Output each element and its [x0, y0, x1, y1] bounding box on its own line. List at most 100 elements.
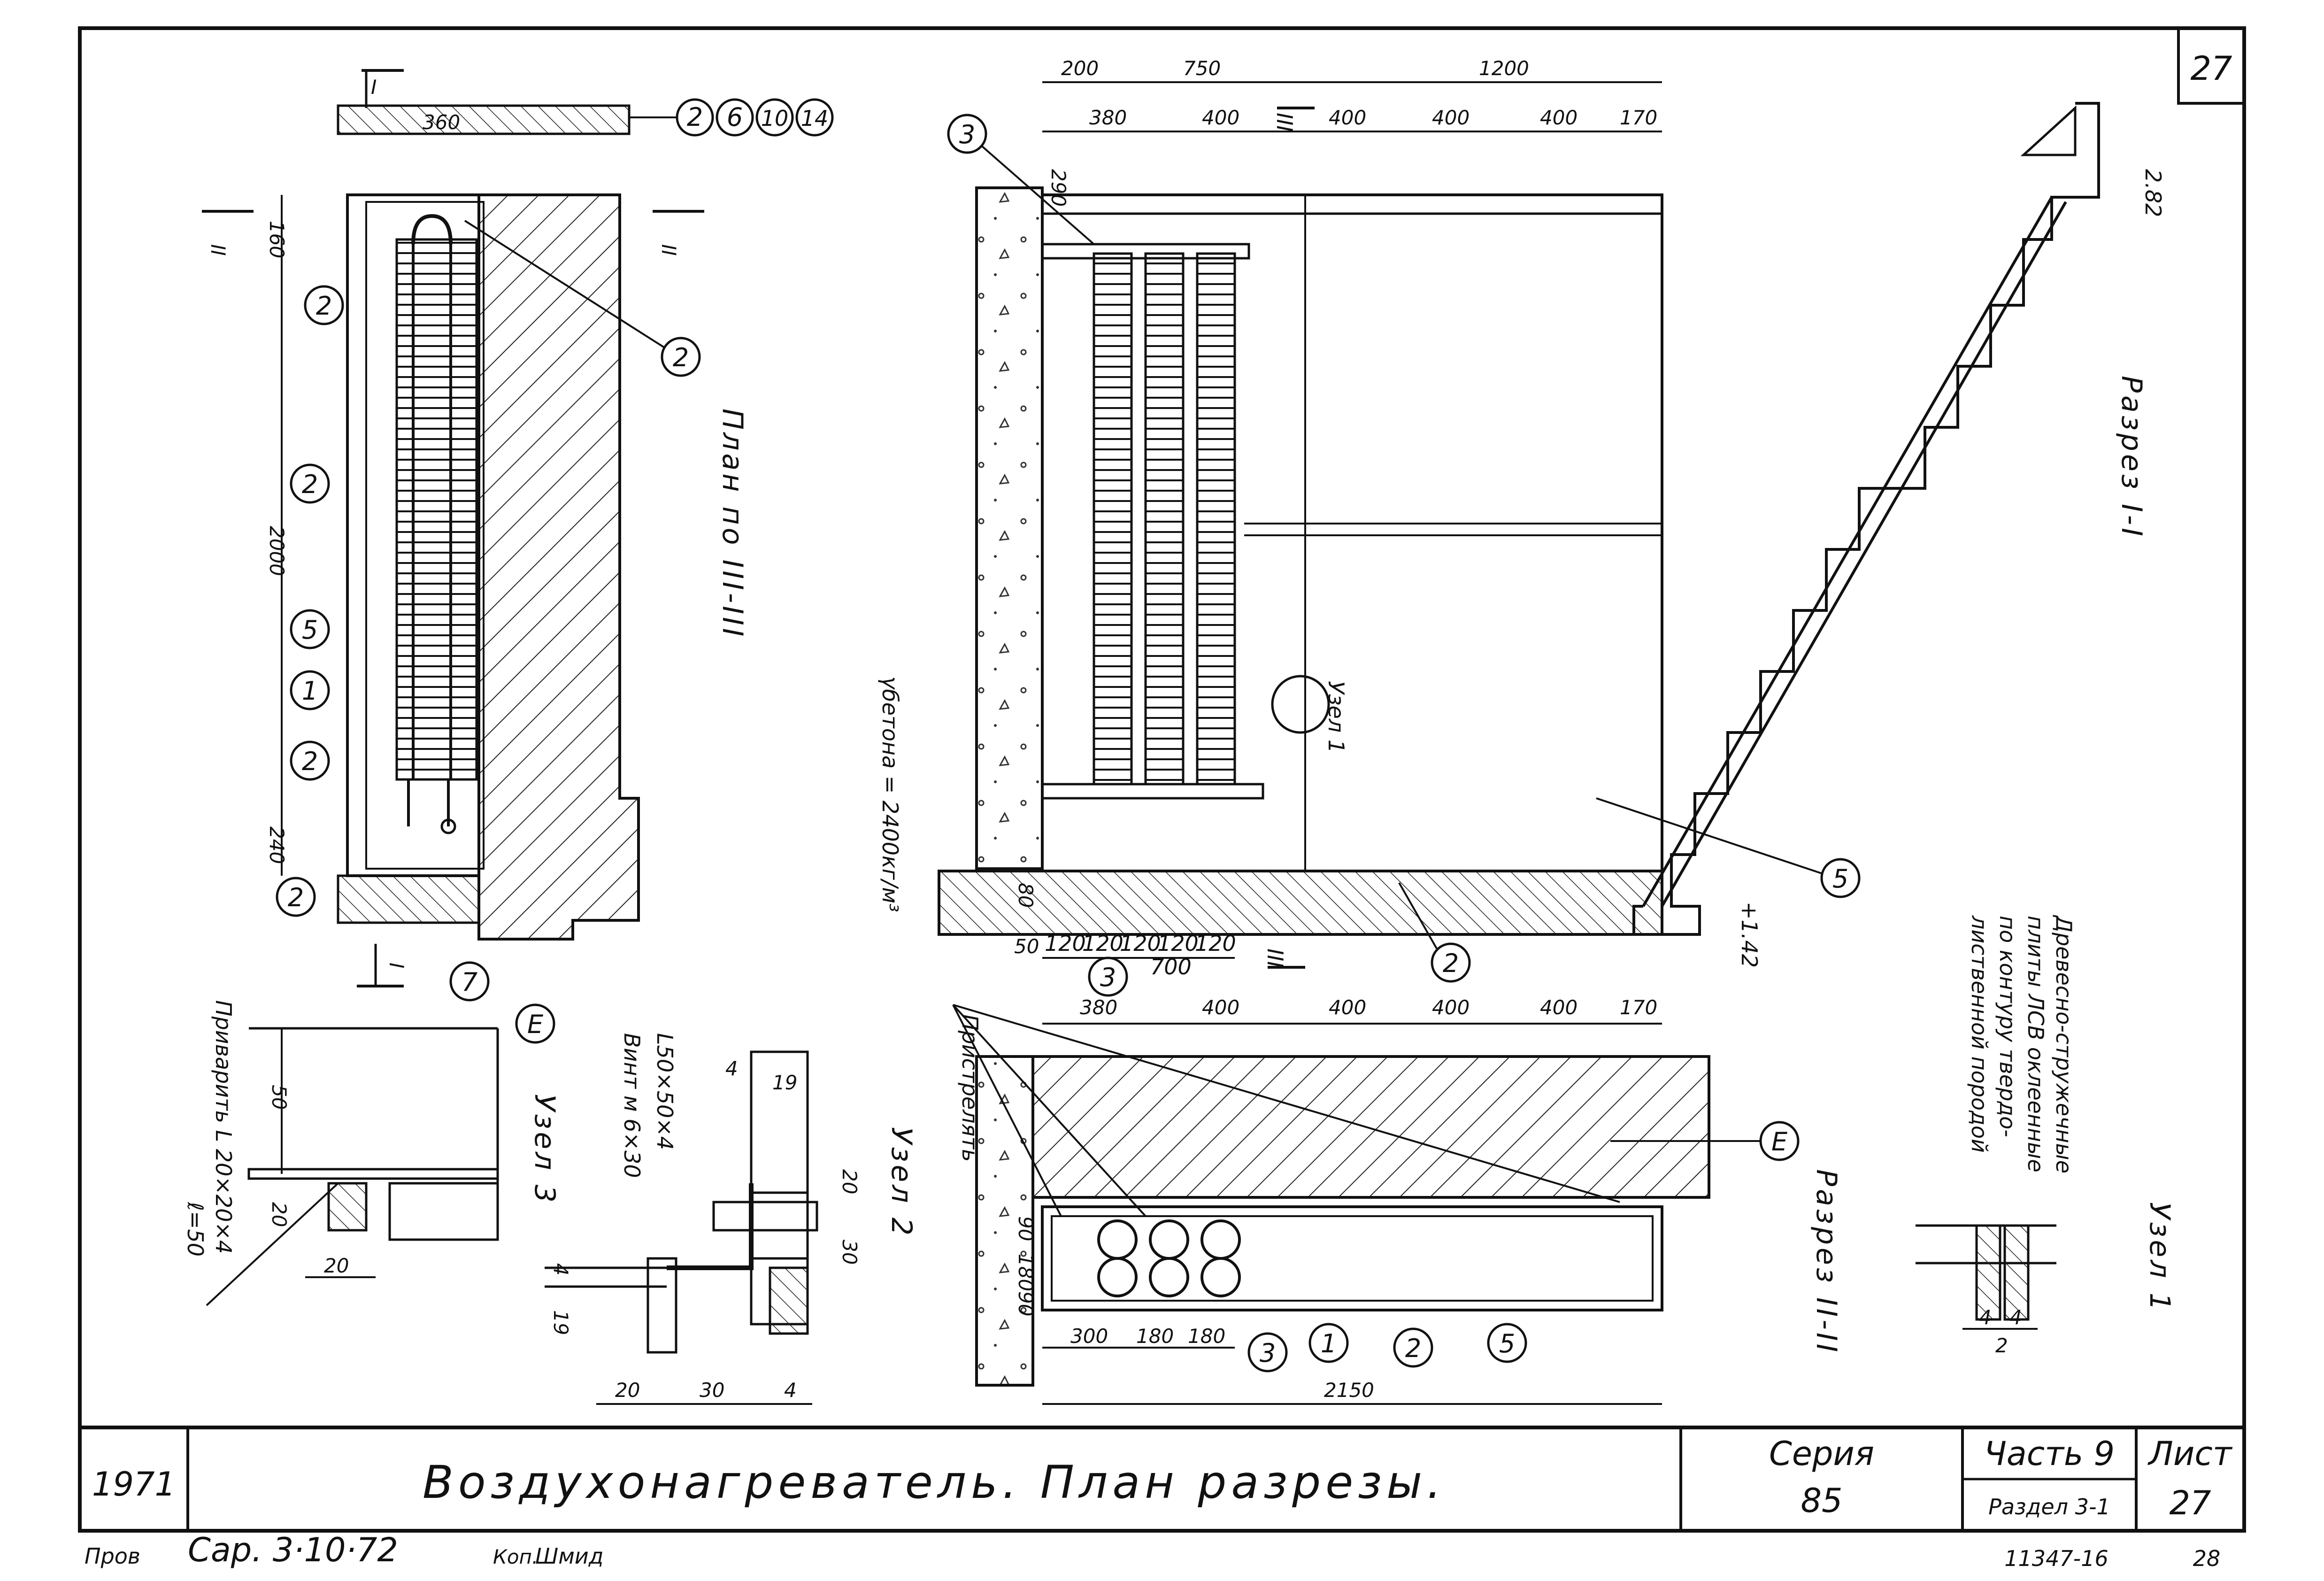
- section-I-I: 2.82 +1.42 Разрез I-I: [1632, 102, 2166, 968]
- dim-sec-50: 50: [1014, 935, 1039, 958]
- dim-n2-20: 20: [838, 1169, 861, 1194]
- section-callouts: 3 3 2 5: [947, 114, 1861, 997]
- plan-view: 360 I 160 2000 240 II II I План по III-I…: [202, 69, 749, 987]
- callout-7: 7: [462, 967, 477, 997]
- dim-ii-90b: 90: [1014, 1291, 1037, 1316]
- sheet-value: 27: [2169, 1484, 2211, 1522]
- callout-2-d: 2: [302, 747, 318, 776]
- callout-2-e: 2: [288, 883, 304, 912]
- elev-1-42: +1.42: [1737, 902, 1762, 968]
- dim-top-200: 200: [1061, 57, 1099, 80]
- dim-n2-4b: 4: [549, 1263, 572, 1276]
- dim-sec-120e: 120: [1195, 931, 1236, 956]
- screw-note: Винт м 6×30: [619, 1033, 645, 1178]
- weld-note-2: ℓ=50: [183, 1202, 208, 1257]
- dim-n2-30b: 30: [700, 1379, 724, 1402]
- section-floor-slab: [938, 870, 1663, 936]
- section-1-title: Разрез I-I: [2115, 376, 2148, 539]
- callout-3-bottom: 3: [1100, 963, 1116, 992]
- section-2-title: Разрез II-II: [1810, 1169, 1843, 1355]
- callout-6: 6: [727, 102, 743, 132]
- dim-n1-4a: 4: [1979, 1306, 1992, 1329]
- dim-n2-30: 30: [838, 1240, 861, 1265]
- title-year: 1971: [92, 1465, 176, 1504]
- callout-2-b: 2: [673, 343, 689, 372]
- node-2-detail: 4 19 20 30 4 19 20 30 4 Винт м 6×30 L50×…: [545, 1033, 861, 1405]
- callout-1-ii: 1: [1321, 1329, 1337, 1358]
- dim-sec-290: 290: [1047, 169, 1070, 207]
- section-label: Раздел 3-1: [1988, 1494, 2110, 1519]
- callout-10: 10: [761, 106, 789, 131]
- series-label: Серия: [1769, 1434, 1874, 1473]
- plan-wall-hatch: [477, 193, 640, 941]
- sheet-frame: 27: [78, 26, 2246, 1533]
- doc-number: 11347-16: [2004, 1546, 2108, 1571]
- cut-mark-3-top: III: [1272, 113, 1297, 132]
- weld-note-1: Приварить L 20×20×4: [211, 1000, 236, 1254]
- node-2-title: Узел 2: [885, 1127, 918, 1238]
- section-concrete-wall: [975, 186, 1044, 870]
- part-label: Часть 9: [1984, 1434, 2115, 1473]
- dim-top-170: 170: [1620, 106, 1657, 129]
- board-note-line-2: плиты ЛСВ оклеенные: [2023, 916, 2048, 1172]
- dim-ii-400a: 400: [1202, 996, 1239, 1019]
- dim-ii-380: 380: [1080, 996, 1117, 1019]
- dim-sec-120d: 120: [1157, 931, 1199, 956]
- page-number: 28: [2193, 1546, 2221, 1571]
- dim-plan-2000: 2000: [265, 526, 288, 576]
- dim-sec-120c: 120: [1120, 931, 1161, 956]
- cut-mark-1-top: I: [371, 76, 377, 99]
- node-1-detail: 4 4 2 Узел 1: [1916, 1202, 2176, 1357]
- cut-mark-3-bottom: III: [1262, 949, 1288, 968]
- ii-left-wall: [975, 1055, 1034, 1387]
- dim-top-380: 380: [1089, 106, 1127, 129]
- callout-5-plan: 5: [302, 615, 318, 645]
- board-note-line-4: лиственной породой: [1967, 915, 1992, 1153]
- dim-ii-180b: 180: [1188, 1325, 1225, 1348]
- dim-n1-2: 2: [1995, 1334, 2008, 1357]
- section-II-II: 380 400 400 400 400 170 90 180 90 300 18…: [885, 996, 1843, 1405]
- dim-sec-120b: 120: [1082, 931, 1124, 956]
- corner-sheet-number: 27: [2190, 49, 2232, 88]
- dim-sec-700: 700: [1150, 954, 1192, 979]
- board-note-line-1: Древесно-стружечные: [2051, 915, 2077, 1173]
- note-concrete-density: γбетона = 2400кг/м³: [877, 676, 903, 912]
- dim-n3-20a: 20: [268, 1202, 291, 1227]
- dim-n2-19a: 19: [772, 1071, 797, 1094]
- dim-n2-4a: 4: [725, 1057, 738, 1080]
- board-note-line-3: по контуру твердо-: [1995, 916, 2020, 1137]
- node-1-title: Узел 1: [2143, 1202, 2176, 1313]
- plan-view-title: План по III-III: [716, 409, 749, 639]
- cut-mark-2-right: II: [657, 244, 680, 256]
- angle-note: L50×50×4: [652, 1033, 677, 1150]
- dim-plan-160: 160: [265, 221, 288, 258]
- dim-ii-300: 300: [1070, 1325, 1108, 1348]
- dim-top-400a: 400: [1202, 106, 1239, 129]
- dim-n1-4b: 4: [2009, 1306, 2022, 1329]
- callout-2-section: 2: [1443, 949, 1459, 978]
- dim-top-400c: 400: [1432, 106, 1470, 129]
- callout-5-ii: 5: [1499, 1329, 1515, 1358]
- dim-ii-180a: 180: [1136, 1325, 1174, 1348]
- dim-ii-400b: 400: [1329, 996, 1366, 1019]
- dim-n2-19b: 19: [549, 1310, 572, 1335]
- callout-2-top: 2: [687, 102, 703, 132]
- section-heater-3: [1196, 252, 1236, 786]
- dim-sec-120a: 120: [1045, 931, 1086, 956]
- callout-2-ii: 2: [1405, 1334, 1421, 1363]
- plan-heater-fins: [395, 238, 478, 781]
- dim-ii-400d: 400: [1540, 996, 1578, 1019]
- callout-14: 14: [801, 106, 829, 131]
- ii-concrete-slab: [1031, 1055, 1710, 1199]
- dim-ii-180: 180: [1014, 1254, 1037, 1291]
- node-3-title: Узел 3: [528, 1094, 561, 1205]
- node-1-callout: Узел 1: [1324, 681, 1349, 753]
- callout-2-c: 2: [302, 470, 318, 499]
- sheet-label: Лист: [2147, 1434, 2233, 1473]
- callout-3-ii: 3: [1260, 1338, 1276, 1368]
- ii-callouts: E 3 1 2 5: [1247, 1121, 1800, 1373]
- dim-top-400d: 400: [1540, 106, 1578, 129]
- dim-n3-50: 50: [268, 1085, 291, 1110]
- section-heater-1: [1093, 252, 1133, 786]
